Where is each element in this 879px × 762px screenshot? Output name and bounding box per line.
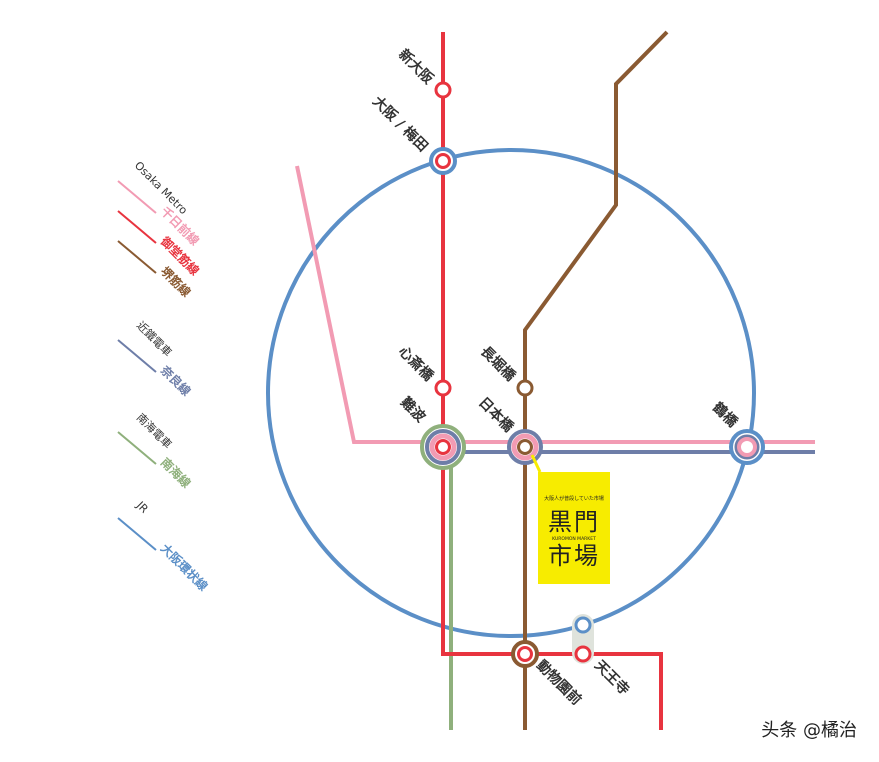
legend-line-jr-loop: 大阪環状線 (158, 541, 211, 594)
label-umeda: 大阪 / 梅田 (369, 93, 431, 155)
poi-title-line2: 市場 (548, 542, 600, 570)
poi-subtitle: KUROMON MARKET (552, 536, 596, 542)
midosuji-line (441, 32, 663, 730)
legend-swatch-kintetsu-nara (117, 339, 157, 373)
legend: Osaka Metro 千日前線 御堂筋線 堺筋線 近鐵電車 奈良線 南海電車 … (117, 159, 211, 594)
label-tsuruhashi: 鶴橋 (709, 399, 742, 432)
legend-swatch-jr-loop (117, 517, 157, 551)
poi-tagline: 大阪人が普段していた市場 (544, 495, 604, 502)
station-nipponbashi[interactable] (507, 429, 543, 465)
poi-pointer (530, 454, 542, 473)
label-dobutsuenmae: 動物園前 (533, 657, 585, 709)
kuromon-market-poi[interactable]: 大阪人が普段していた市場 黒門 KUROMON MARKET 市場 (538, 472, 610, 584)
watermark: 头条 @橘治 (761, 720, 857, 741)
station-nagahoribashi[interactable] (516, 379, 534, 397)
sakaisuji-line (523, 30, 669, 730)
legend-swatch-sennichimae (117, 180, 157, 214)
poi-title-line1: 黒門 (548, 508, 600, 536)
label-tennoji: 天王寺 (591, 658, 632, 699)
label-nipponbashi: 日本橋 (475, 394, 517, 436)
legend-company-kintetsu: 近鐵電車 (134, 318, 175, 359)
legend-swatch-nankai (117, 431, 157, 465)
station-tennoji-metro[interactable] (574, 645, 592, 663)
station-umeda[interactable] (429, 147, 457, 175)
station-dobutsuenmae[interactable] (511, 640, 539, 668)
legend-line-kintetsu-nara: 奈良線 (157, 362, 194, 399)
legend-swatch-sakaisuji (117, 240, 157, 274)
legend-company-osaka-metro: Osaka Metro (132, 159, 190, 217)
legend-line-nankai: 南海線 (158, 455, 194, 491)
label-namba: 難波 (397, 394, 430, 427)
station-namba[interactable] (420, 424, 466, 470)
legend-swatch-midosuji (117, 210, 157, 244)
station-shin-osaka[interactable] (434, 81, 452, 99)
station-tsuruhashi[interactable] (729, 429, 765, 465)
legend-company-nankai: 南海電車 (134, 410, 175, 451)
label-shin-osaka: 新大阪 (395, 46, 437, 88)
sennichimae-line (295, 165, 815, 444)
jr-loop-line (266, 148, 756, 638)
station-tennoji-jr[interactable] (574, 616, 592, 634)
label-shinsaibashi: 心斎橋 (395, 343, 437, 385)
station-shinsaibashi[interactable] (434, 379, 452, 397)
legend-company-jr: JR (133, 498, 151, 516)
label-nagahoribashi: 長堀橋 (477, 343, 519, 385)
